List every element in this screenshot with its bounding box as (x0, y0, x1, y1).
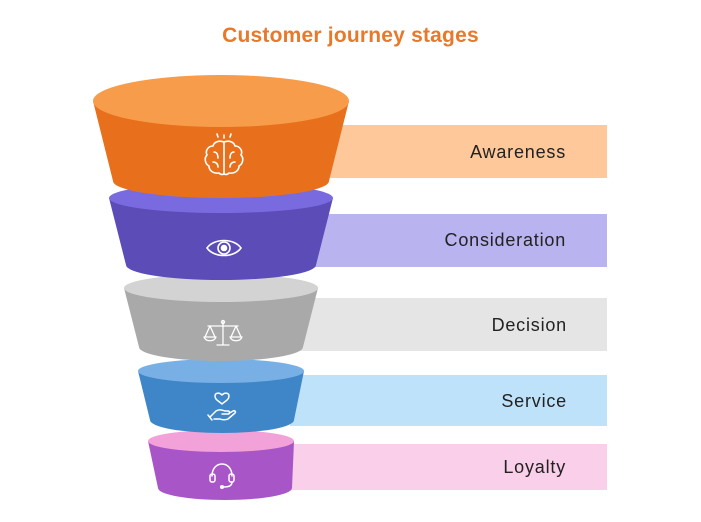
segment-top-loyalty (148, 430, 294, 452)
segment-top-awareness (93, 75, 349, 127)
eye-icon (206, 239, 242, 257)
stage-label-service: Service (501, 391, 567, 411)
segment-top-decision (124, 274, 318, 302)
segment-body-decision (124, 288, 318, 361)
page-title: Customer journey stages (222, 24, 479, 47)
segment-service (138, 359, 304, 433)
segment-body-loyalty (148, 441, 294, 500)
band-service (290, 375, 607, 426)
stage-label-consideration: Consideration (445, 230, 566, 250)
segment-body-consideration (109, 198, 333, 280)
segment-awareness (93, 75, 349, 198)
stage-bands (280, 125, 607, 490)
stage-labels: Awareness Consideration Decision Service… (445, 142, 567, 477)
segment-body-service (138, 371, 304, 433)
band-awareness (330, 125, 607, 178)
band-decision (300, 298, 607, 351)
stage-label-loyalty: Loyalty (503, 457, 566, 477)
brain-icon (204, 133, 244, 176)
stage-label-awareness: Awareness (470, 142, 566, 162)
headset-icon (209, 463, 235, 490)
band-loyalty (280, 444, 607, 490)
heart-hand-icon (207, 392, 237, 421)
scales-icon (203, 319, 243, 346)
segment-loyalty (148, 430, 294, 500)
band-consideration (300, 214, 607, 267)
segment-top-service (138, 359, 304, 383)
segment-decision (124, 274, 318, 361)
segment-body-awareness (93, 101, 349, 198)
stage-label-decision: Decision (492, 315, 567, 335)
